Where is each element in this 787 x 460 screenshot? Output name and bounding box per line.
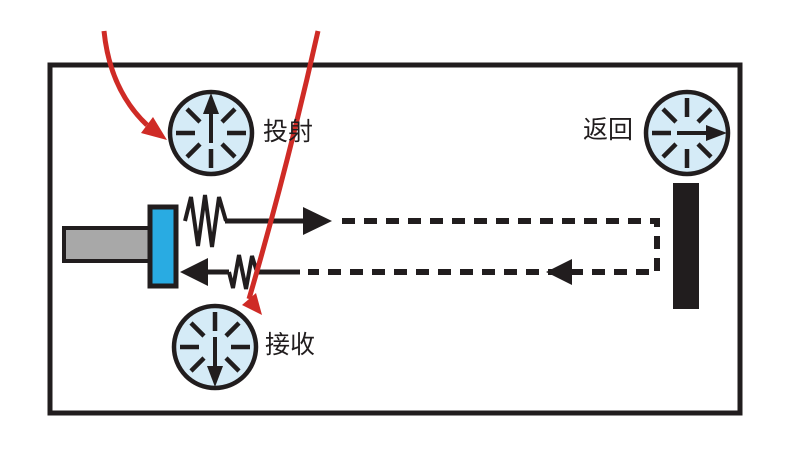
return-label: 返回 xyxy=(583,116,634,144)
apparatus-box xyxy=(47,62,743,416)
emit-pointer-arrow xyxy=(101,30,167,140)
emit-pointer-arrowhead-icon xyxy=(141,117,167,140)
emit-label: 投射 xyxy=(263,118,314,146)
receive-clock-icon xyxy=(174,306,256,388)
travel-path-dashed xyxy=(308,218,660,275)
return-clock-icon xyxy=(646,92,728,174)
emit-arrowhead-icon xyxy=(303,207,332,235)
emit-wave-packet-icon xyxy=(183,194,228,248)
receive-label: 接收 xyxy=(265,331,316,359)
receive-pointer-arrow xyxy=(242,30,321,315)
returning-pulse xyxy=(180,254,300,290)
return-wave-packet-icon xyxy=(227,254,259,290)
return-arrowhead-icon xyxy=(180,258,208,286)
return-mid-arrowhead-icon xyxy=(546,259,572,285)
receive-pointer-curve xyxy=(246,30,321,300)
emit-clock-icon xyxy=(170,92,252,174)
emitted-pulse xyxy=(183,194,332,248)
reflector-wall xyxy=(673,183,699,309)
receive-pointer-arrowhead-icon xyxy=(242,293,262,315)
device-handle xyxy=(62,226,154,263)
emit-pointer-curve xyxy=(101,30,149,127)
transducer xyxy=(147,204,179,289)
